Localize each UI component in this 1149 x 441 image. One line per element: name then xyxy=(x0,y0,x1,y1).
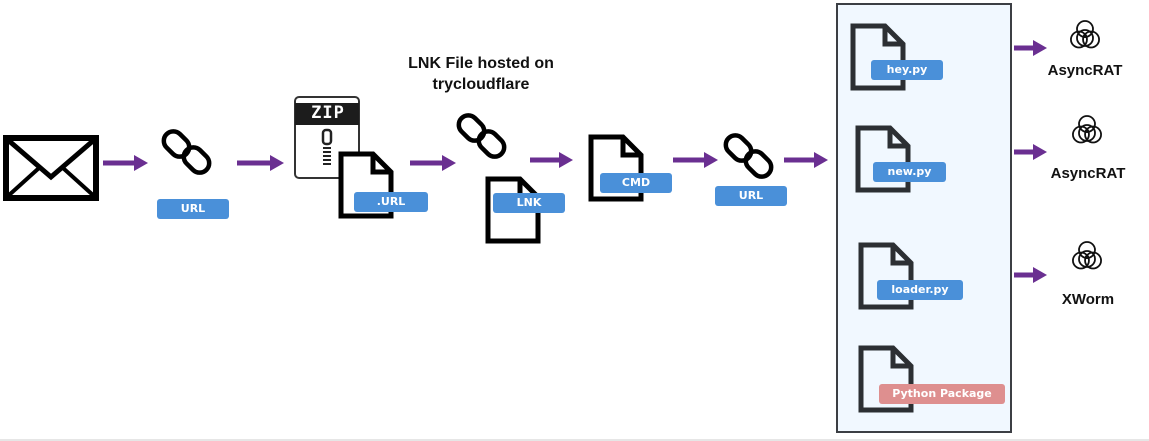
python-package-label: Python Package xyxy=(879,384,1005,404)
file-icon xyxy=(850,23,906,91)
arrow-head xyxy=(704,152,718,168)
link-icon xyxy=(456,113,507,159)
arrow-head xyxy=(134,155,148,171)
annotation-line-1: LNK File hosted on xyxy=(408,55,554,72)
new-py-label: new.py xyxy=(873,162,946,182)
loader-py-label: loader.py xyxy=(877,280,963,300)
url-label: URL xyxy=(157,199,229,219)
dot-url-label: .URL xyxy=(354,192,428,212)
arrow-head xyxy=(270,155,284,171)
url-label: URL xyxy=(715,186,787,206)
output-asyncrat-2: AsyncRAT xyxy=(1050,165,1126,182)
zip-text: ZIP xyxy=(311,103,345,123)
biohazard-icon xyxy=(1070,20,1100,49)
biohazard-icon xyxy=(1072,115,1102,144)
bottom-divider xyxy=(0,439,1149,441)
output-xworm: XWorm xyxy=(1061,291,1115,308)
link-icon xyxy=(161,129,212,175)
arrow-head xyxy=(442,155,456,171)
arrow-head xyxy=(1033,267,1047,283)
arrow-head xyxy=(1033,144,1047,160)
biohazard-icon xyxy=(1072,241,1102,270)
lnk-label: LNK xyxy=(493,193,565,213)
cmd-label: CMD xyxy=(600,173,672,193)
arrow-head xyxy=(1033,40,1047,56)
arrow-head xyxy=(814,152,828,168)
link-icon xyxy=(723,133,774,179)
file-icon xyxy=(855,125,911,193)
envelope-icon xyxy=(3,135,99,201)
file-icon xyxy=(858,242,914,310)
arrow-head xyxy=(559,152,573,168)
hey-py-label: hey.py xyxy=(871,60,943,80)
annotation-line-2: trycloudflare xyxy=(432,76,530,93)
output-asyncrat-1: AsyncRAT xyxy=(1047,62,1123,79)
